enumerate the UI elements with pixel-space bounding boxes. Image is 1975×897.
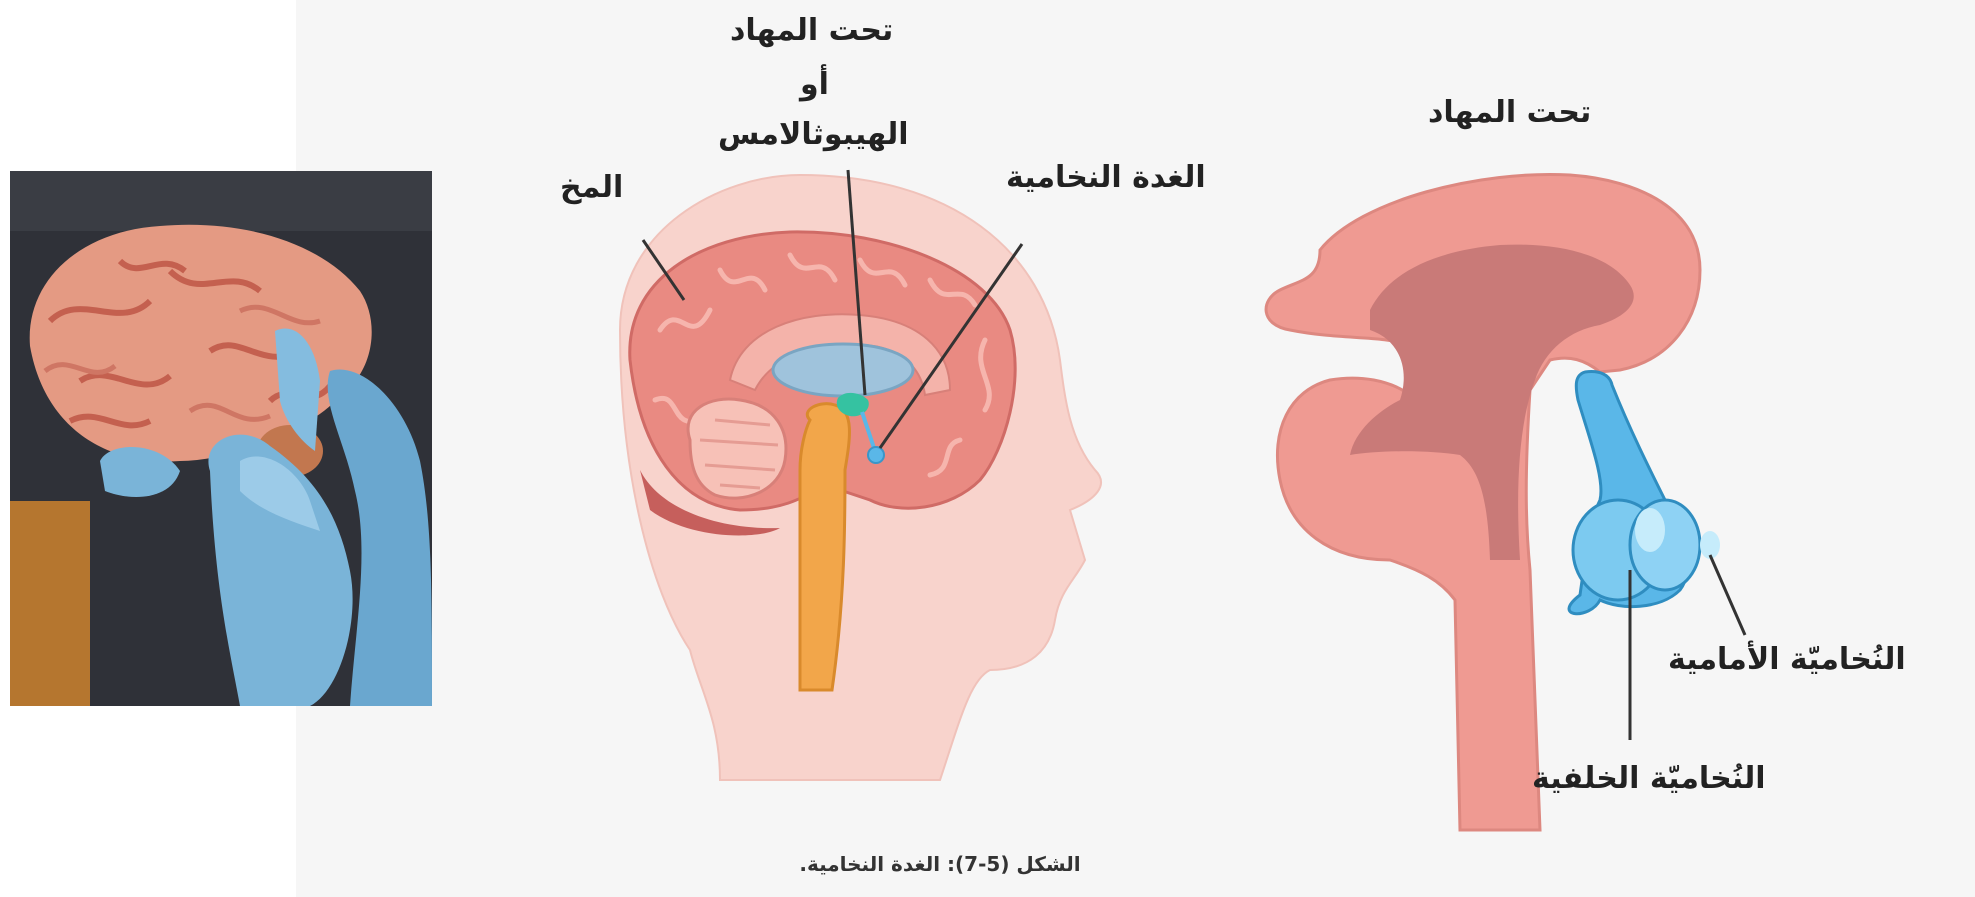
figure-caption: الشكل (5-7): الغدة النخامية.	[660, 852, 1220, 876]
label-hypothalamus-right: تحت المهاد	[1428, 98, 1591, 128]
cerebellum	[688, 399, 786, 498]
label-hypothalamus-alt: الهيبوثالامس	[718, 120, 909, 150]
label-hypothalamus-top: تحت المهاد	[730, 16, 893, 46]
pituitary-marker	[868, 447, 884, 463]
label-pituitary: الغدة النخامية	[1006, 163, 1206, 193]
label-brain: المخ	[560, 173, 623, 203]
ventricle	[773, 344, 913, 396]
label-or: أو	[800, 70, 829, 100]
label-anterior-pituitary: النُخاميّة الأمامية	[1668, 645, 1906, 675]
label-posterior-pituitary: النُخاميّة الخلفية	[1532, 764, 1766, 794]
